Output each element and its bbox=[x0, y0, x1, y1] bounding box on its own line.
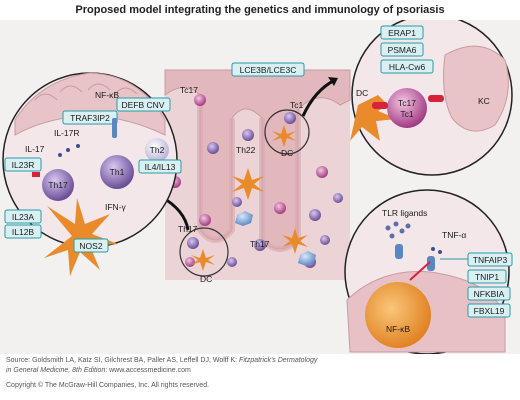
nfkb-top-label: NF-κB bbox=[95, 90, 119, 100]
tlr-label: TLR ligands bbox=[382, 208, 427, 218]
tissue-cell bbox=[316, 166, 328, 178]
psoriasis-diagram: LCE3B/LCE3C Tc17 Th22 Th17 Tc1 DC bbox=[0, 20, 520, 354]
nucleus bbox=[365, 282, 431, 348]
tnip1-box: TNIP1 bbox=[467, 269, 507, 284]
dc-left-cell bbox=[44, 198, 118, 276]
tc17-tc1-cell bbox=[387, 88, 427, 128]
nos2-box: NOS2 bbox=[73, 238, 109, 253]
th17-left-label: Th17 bbox=[48, 180, 68, 190]
erap1-box: ERAP1 bbox=[380, 25, 424, 40]
th17-left-cell bbox=[42, 169, 74, 201]
ifng-label: IFN-γ bbox=[105, 202, 127, 212]
right-bottom-inset: TLR ligands TNF-α NF-κB TNFAIP3 TNIP1 NF… bbox=[344, 189, 513, 354]
dc-mid-label: DC bbox=[281, 148, 293, 158]
tnip1-label: TNIP1 bbox=[475, 272, 499, 282]
mhc-complex bbox=[372, 102, 388, 109]
tissue-cell bbox=[309, 209, 321, 221]
tissue-cell bbox=[274, 202, 286, 214]
figure-title: Proposed model integrating the genetics … bbox=[75, 4, 445, 16]
tissue-cell bbox=[254, 239, 266, 251]
il12b-label: IL12B bbox=[12, 227, 35, 237]
hlacw6-label: HLA-Cw6 bbox=[389, 62, 426, 72]
il4il13-box: IL4/IL13 bbox=[138, 159, 182, 174]
th22-cell bbox=[242, 129, 254, 141]
dc-right-cell bbox=[350, 95, 398, 141]
fbxl19-box: FBXL19 bbox=[467, 303, 511, 318]
dc-cell bbox=[232, 168, 264, 200]
lce3-label: LCE3B/LCE3C bbox=[240, 65, 297, 75]
blue-cell bbox=[235, 211, 253, 226]
kc-label: KC bbox=[478, 96, 490, 106]
source-line-2: in General Medicine, 8th Edition: www.ac… bbox=[6, 366, 191, 374]
nfkbia-box: NFKBIA bbox=[467, 286, 511, 301]
th1-label: Th1 bbox=[110, 167, 125, 177]
erap1-label: ERAP1 bbox=[388, 28, 416, 38]
tnf-receptor bbox=[427, 256, 435, 271]
nos2-label: NOS2 bbox=[79, 241, 102, 251]
tissue-cell bbox=[207, 142, 219, 154]
tissue-cell bbox=[199, 214, 211, 226]
tnfa-label: TNF-α bbox=[442, 230, 466, 240]
il23r-receptor bbox=[32, 172, 40, 177]
tc17-cell bbox=[194, 94, 206, 106]
th17-mid-label: Th17 bbox=[250, 239, 270, 249]
tnfaip3-box: TNFAIP3 bbox=[467, 252, 513, 267]
dc-right-label: DC bbox=[356, 88, 368, 98]
left-inset: NF-κB DEFB CNV TRAF3IP2 IL-17R IL-17 IL2… bbox=[2, 72, 182, 276]
copyright-line: Copyright © The McGraw-Hill Companies, I… bbox=[6, 382, 210, 389]
traf3ip2-box: TRAF3IP2 bbox=[62, 110, 118, 125]
il17r-receptor bbox=[112, 118, 117, 138]
il4il13-label: IL4/IL13 bbox=[145, 162, 176, 172]
dc-cell bbox=[282, 228, 308, 254]
psma6-box: PSMA6 bbox=[380, 42, 424, 57]
tc1-dc-inset: Tc1 DC bbox=[264, 100, 310, 158]
defb-label: DEFB CNV bbox=[122, 100, 165, 110]
fbxl19-label: FBXL19 bbox=[474, 306, 505, 316]
th2-label: Th2 bbox=[150, 145, 165, 155]
il23r-box: IL23R bbox=[4, 157, 42, 172]
il12b-box: IL12B bbox=[4, 224, 42, 239]
th22-label: Th22 bbox=[236, 145, 256, 155]
kc-cell bbox=[443, 45, 509, 132]
tnfaip3-label: TNFAIP3 bbox=[473, 255, 508, 265]
tc1-mid-label: Tc1 bbox=[290, 100, 304, 110]
il17-label: IL-17 bbox=[25, 144, 45, 154]
traf3ip2-label: TRAF3IP2 bbox=[70, 113, 110, 123]
lce3-box: LCE3B/LCE3C bbox=[231, 62, 305, 77]
il23a-label: IL23A bbox=[12, 212, 35, 222]
mhc-complex bbox=[428, 95, 444, 102]
th1-cell bbox=[100, 155, 134, 189]
psma6-label: PSMA6 bbox=[388, 45, 417, 55]
tissue-cell bbox=[320, 235, 330, 245]
il17r-label: IL-17R bbox=[54, 128, 80, 138]
defb-box: DEFB CNV bbox=[116, 97, 171, 112]
il23a-box: IL23A bbox=[4, 209, 42, 224]
tlr-receptor bbox=[395, 244, 403, 259]
tissue-cell bbox=[227, 257, 237, 267]
tc1-right-label: Tc1 bbox=[400, 109, 414, 119]
il23r-label: IL23R bbox=[12, 160, 35, 170]
tissue-cell bbox=[333, 193, 343, 203]
tc17-right-label: Tc17 bbox=[398, 98, 416, 108]
blue-cell bbox=[298, 251, 316, 266]
nfkb-bottom-label: NF-κB bbox=[386, 324, 410, 334]
title-bar: Proposed model integrating the genetics … bbox=[0, 0, 520, 21]
tc17-mid-label: Tc17 bbox=[180, 85, 198, 95]
hlacw6-box: HLA-Cw6 bbox=[380, 59, 434, 74]
tissue-cell bbox=[185, 257, 195, 267]
source-line-1: Source: Goldsmith LA, Katz SI, Gilchrest… bbox=[6, 357, 318, 364]
tissue-cell bbox=[232, 197, 242, 207]
source-footer: Source: Goldsmith LA, Katz SI, Gilchrest… bbox=[6, 356, 516, 391]
dc-bottom-label: DC bbox=[200, 274, 212, 284]
th2-cell bbox=[145, 138, 169, 162]
nfkbia-label: NFKBIA bbox=[474, 289, 505, 299]
right-top-inset: KC DC ERAP1 PSMA6 HLA-Cw6 Tc17 Tc1 bbox=[350, 20, 513, 176]
